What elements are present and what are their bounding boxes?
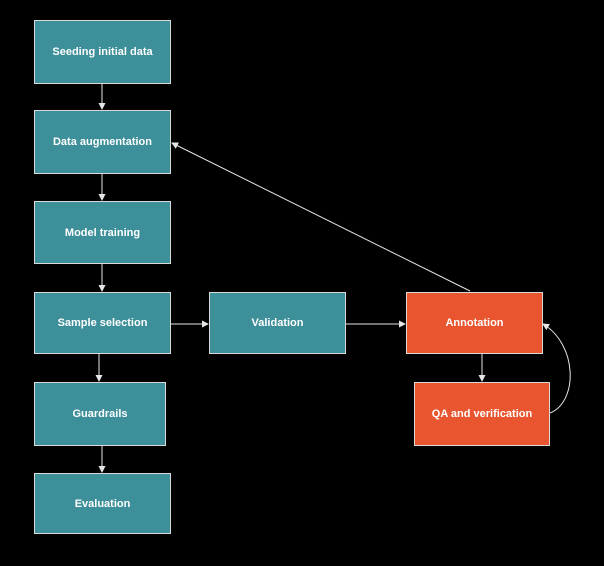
node-label: QA and verification (431, 408, 533, 420)
node-label: Data augmentation (52, 136, 152, 148)
node-label: Sample selection (57, 317, 148, 329)
edge-annotation-to-augmentation (171, 142, 471, 292)
node-label: Seeding initial data (52, 46, 153, 58)
node-qa-and-verification: QA and verification (414, 382, 550, 446)
node-sample-selection: Sample selection (34, 292, 171, 354)
node-label: Evaluation (74, 497, 131, 510)
node-label: Guardrails (72, 408, 128, 420)
node-annotation: Annotation (406, 292, 543, 354)
node-evaluation: Evaluation (34, 473, 171, 534)
edge-qa-to-annotation (542, 323, 571, 414)
node-guardrails: Guardrails (34, 382, 166, 446)
node-seeding-initial-data: Seeding initial data (34, 20, 171, 84)
node-label: Annotation (445, 317, 504, 329)
node-label: Validation (251, 317, 304, 329)
node-data-augmentation: Data augmentation (34, 110, 171, 174)
node-validation: Validation (209, 292, 346, 354)
node-model-training: Model training (34, 201, 171, 264)
node-label: Model training (64, 226, 141, 239)
